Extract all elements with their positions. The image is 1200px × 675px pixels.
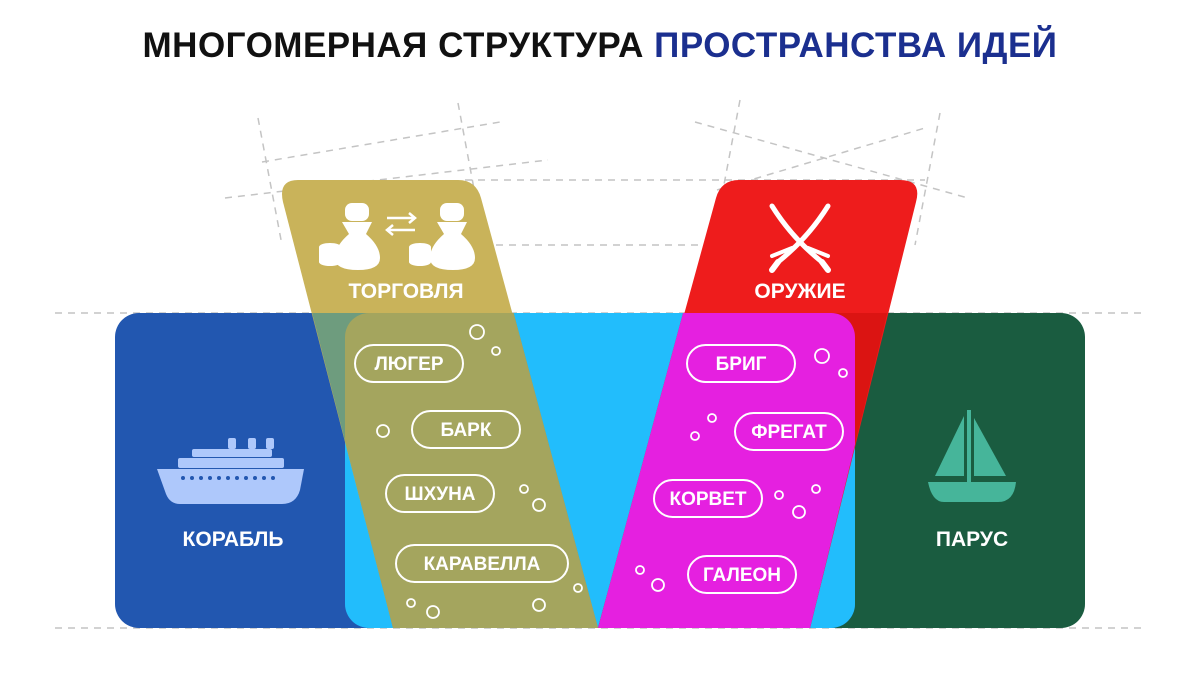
war-ship-name: ФРЕГАТ [751, 422, 827, 443]
trade-label: ТОРГОВЛЯ [348, 280, 463, 303]
title-part-1: МНОГОМЕРНАЯ СТРУКТУРА [142, 26, 644, 65]
pill-trade-ship: ШХУНА [385, 474, 495, 513]
weapon-label: ОРУЖИЕ [754, 280, 845, 303]
pill-trade-ship: ЛЮГЕР [354, 344, 464, 383]
pill-trade-ship: БАРК [411, 410, 521, 449]
pill-war-ship: БРИГ [686, 344, 796, 383]
bubbles [376, 324, 848, 619]
war-ship-name: БРИГ [716, 354, 767, 375]
trade-ship-name: БАРК [441, 420, 492, 441]
trade-ships-list: ЛЮГЕР БАРК ШХУНА КАРАВЕЛЛА [354, 344, 569, 583]
page-title: МНОГОМЕРНАЯ СТРУКТУРА ПРОСТРАНСТВА ИДЕЙ [0, 26, 1200, 66]
war-ship-name: ГАЛЕОН [703, 565, 781, 586]
trade-ship-name: ШХУНА [404, 484, 475, 505]
pill-war-ship: КОРВЕТ [653, 479, 763, 518]
war-ships-list: БРИГ ФРЕГАТ КОРВЕТ ГАЛЕОН [653, 344, 844, 594]
trade-ship-core-overlap [345, 313, 598, 628]
trade-ship-name: КАРАВЕЛЛА [424, 554, 541, 575]
pill-war-ship: ФРЕГАТ [734, 412, 844, 451]
pill-war-ship: ГАЛЕОН [687, 555, 797, 594]
sail-label: ПАРУС [936, 528, 1008, 551]
war-ship-name: КОРВЕТ [669, 489, 746, 510]
trade-ship-name: ЛЮГЕР [374, 354, 443, 375]
sailboat-icon [928, 410, 1016, 502]
title-part-2: ПРОСТРАНСТВА ИДЕЙ [654, 26, 1058, 65]
money-bags-exchange-icon [319, 203, 475, 270]
ship-icon [157, 438, 304, 504]
crossed-sabers-icon [769, 203, 831, 273]
ship-label: КОРАБЛЬ [183, 528, 284, 551]
pill-trade-ship: КАРАВЕЛЛА [395, 544, 569, 583]
